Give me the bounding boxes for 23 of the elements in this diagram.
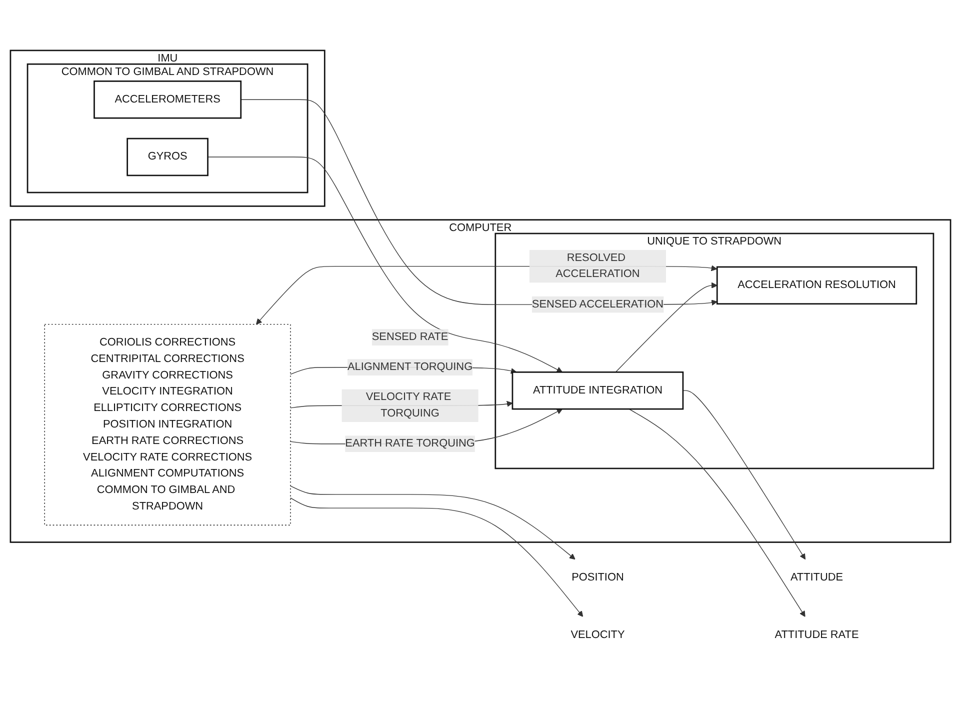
- node-text: VELOCITY: [570, 628, 625, 641]
- node-box: ACCELEROMETERS: [94, 80, 242, 119]
- arrow: [207, 156, 563, 372]
- node-box: ACCELERATION RESOLUTION: [716, 266, 918, 305]
- arrow: [240, 99, 718, 306]
- node-text: POSITION: [572, 572, 624, 584]
- edge-label: RESOLVED ACCELERATION: [556, 252, 640, 280]
- node-box: ATTITUDE INTEGRATION: [512, 371, 684, 410]
- edge-label: EARTH RATE TORQUING: [345, 438, 475, 450]
- node-text: ATTITUDE RATE: [774, 628, 859, 641]
- edge-label: SENSED RATE: [372, 331, 448, 343]
- arrow: [682, 390, 806, 560]
- edge-label: SENSED ACCELERATION: [532, 298, 664, 310]
- arrow: [256, 265, 718, 325]
- arrow: [615, 282, 718, 372]
- edge-label: VELOCITY RATE TORQUING: [366, 391, 452, 420]
- edge-label: ALIGNMENT TORQUING: [347, 361, 473, 373]
- arrow: [290, 498, 584, 617]
- node-text: ATTITUDE: [790, 572, 844, 584]
- node-box: CORIOLIS CORRECTIONS CENTRIPITAL CORRECTIONS GRAVITY CORRECTIONS VELOCITY INTEGRATION ELLIPTICITY CORRECTIONS POSITION INTEGRATION EARTH RATE CORRECTIONS VELOCITY RATE CORRECTIONS ALIGNMENT COMPUTATIONS COMMON TO GIMBAL AND STRAPDOWN: [44, 324, 291, 526]
- node-box: GYROS: [126, 138, 208, 176]
- arrow: [290, 486, 576, 560]
- arrow: [628, 408, 806, 617]
